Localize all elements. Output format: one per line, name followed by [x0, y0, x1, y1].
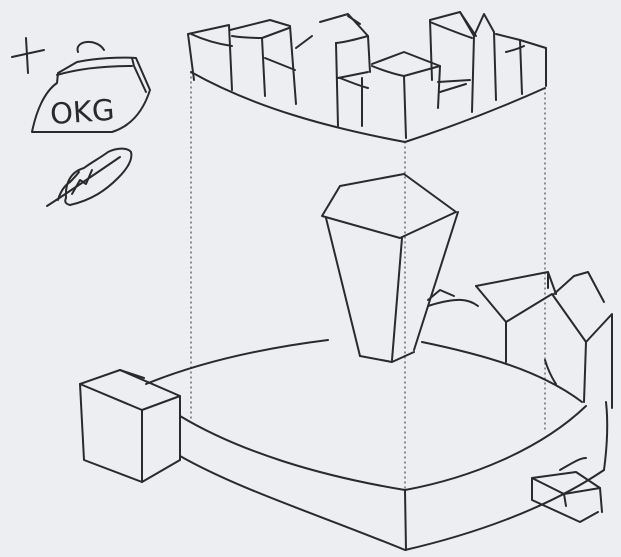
- upper-building-cluster: [188, 12, 546, 142]
- plus-icon: [12, 38, 44, 73]
- right-small-block: [532, 458, 602, 522]
- weight-label: OKG: [49, 93, 116, 131]
- central-tower: [322, 174, 458, 362]
- left-cube: [80, 370, 180, 482]
- weight-icon: OKG: [32, 42, 150, 132]
- feather-icon: [47, 149, 131, 206]
- lower-platform: [146, 314, 612, 550]
